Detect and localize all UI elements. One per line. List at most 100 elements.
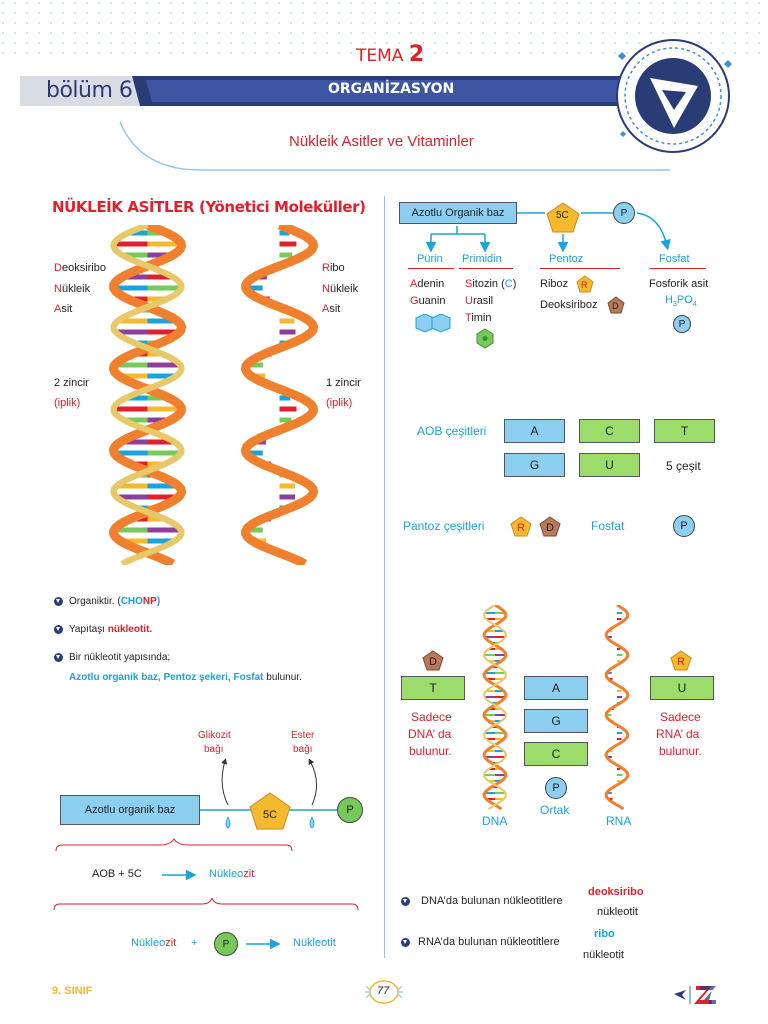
o-sub: 4 — [692, 301, 697, 309]
nucleotide-sugar-label: 5C — [263, 809, 278, 821]
top-phosphate-circle: P — [613, 202, 635, 224]
pentoz-d-letter: D — [546, 522, 554, 534]
guanin-label: Guanin — [410, 296, 445, 307]
rna-name-line2: Nükleik — [322, 284, 358, 295]
eq2-nukleo: Nükleo — [131, 937, 166, 949]
sitozin-first: S — [465, 278, 473, 290]
note-dna-end: nükleotit — [597, 906, 638, 918]
pentoz-d-icon — [539, 516, 561, 537]
compare-r-pentagon-icon — [670, 650, 692, 671]
nucleotide-components-tree — [425, 202, 671, 253]
bullet-organic: Organiktir. (CHONP) — [69, 597, 160, 607]
tema-label: TEMA 2 — [356, 42, 424, 67]
heading-underline — [540, 268, 620, 269]
rna-name-line1: Ribo — [322, 263, 345, 274]
bullet-icon — [401, 938, 410, 947]
bullet-organic-np: NP — [142, 596, 157, 607]
bullet-organic-end: ) — [156, 596, 161, 607]
page-number: 77 — [377, 985, 390, 997]
dna-letter-a: A — [54, 303, 62, 315]
riboz-pentagon-icon — [576, 275, 594, 293]
compare-d-letter: D — [429, 656, 437, 668]
guanin-rest: uanin — [418, 295, 446, 307]
po-group: PO — [676, 294, 693, 306]
equation-brace — [53, 898, 359, 911]
dna-only-3: bulunur. — [409, 744, 452, 758]
heading-underline — [408, 268, 454, 269]
rna-only-1: Sadece — [660, 710, 701, 724]
ester-label-1: Ester — [291, 730, 315, 741]
bullet-building-text: Yapıtaşı — [69, 624, 108, 635]
fosfat-row-circle: P — [673, 515, 695, 537]
column-divider — [384, 196, 385, 958]
dna-rest-2: ükleik — [61, 283, 91, 295]
compare-c-box: C — [524, 742, 588, 766]
timin-label: Timin — [465, 313, 491, 324]
heading-underline — [459, 268, 513, 269]
rna-letter-a: A — [322, 303, 330, 315]
fosfat-heading: Fosfat — [659, 253, 690, 265]
note-rna-text: RNA’da bulunan nükleotitlere — [418, 936, 560, 948]
eq2-zit: zit — [165, 937, 177, 949]
rna-rest-1: ibo — [329, 262, 345, 274]
dna-double-helix-illustration — [108, 225, 187, 565]
bullet-icon — [54, 653, 63, 662]
compare-u-box: U — [650, 676, 714, 700]
compare-g-box: G — [524, 709, 588, 733]
aob-box-t: T — [654, 419, 715, 443]
fosfat-phosphate-circle: P — [673, 315, 691, 333]
helix-backbone — [604, 605, 630, 810]
urasil-first: U — [465, 295, 473, 307]
rna-name-line3: Asit — [322, 304, 340, 315]
dna-name-line1: Deoksiribo — [54, 263, 106, 274]
urasil-label: Urasil — [465, 296, 493, 307]
glikozit-label-2: bağı — [204, 744, 224, 755]
deoksiriboz-pentagon-icon — [607, 296, 625, 314]
note-rna-highlight: ribo — [594, 928, 615, 940]
tema-number: 2 — [408, 42, 425, 67]
aob-box-g: G — [504, 453, 565, 477]
tema-word: TEMA — [356, 46, 404, 66]
arrow-icon — [246, 938, 281, 950]
deoksiriboz-label: Deoksiriboz — [540, 299, 598, 311]
adenin-rest: denin — [417, 278, 445, 290]
dna-name-line3: Asit — [54, 304, 72, 315]
riboz-badge: R — [581, 280, 588, 290]
fosforik-label: Fosforik asit — [649, 278, 709, 290]
bullet-building-block: Yapıtaşı nükleotit. — [69, 625, 152, 635]
dna-mini-helix-illustration — [482, 605, 508, 810]
helix-backbone — [482, 605, 508, 810]
bullet-icon — [401, 897, 410, 906]
compare-d-pentagon-icon — [422, 650, 444, 671]
topic-title: Nükleik Asitler ve Vitaminler — [289, 133, 474, 150]
purine-ring-icon — [415, 314, 451, 333]
rna-iplik: (iplik) — [326, 397, 353, 409]
pentoz-types-title: Pantoz çeşitleri — [403, 519, 485, 533]
urasil-rest: rasil — [472, 295, 494, 307]
compare-a-box: A — [524, 676, 588, 700]
bullet-icon — [54, 597, 63, 606]
equation-1-right: Nükleozit — [209, 869, 254, 880]
bullet-organic-cho: CHO — [120, 596, 143, 607]
bolum-label: bölüm 6 — [46, 78, 133, 103]
equation-2-plus: + — [191, 937, 198, 949]
rna-only-3: bulunur. — [659, 744, 702, 758]
helix-backbone — [240, 225, 319, 565]
timin-first: T — [465, 312, 472, 324]
bullet-icon — [54, 625, 63, 634]
dna-only-1: Sadece — [411, 710, 452, 724]
topic-underline — [119, 121, 670, 171]
glikozit-label-1: Glikozit — [198, 730, 231, 741]
heading-underline — [650, 268, 706, 269]
note-dna-text: DNA’da bulunan nükleotitlere — [421, 895, 563, 907]
rna-strand-count: 1 zincir — [326, 377, 361, 389]
compare-phosphate-circle: P — [545, 777, 567, 799]
compare-t-box: T — [401, 676, 465, 700]
rna-rest-2: ükleik — [329, 283, 359, 295]
bullet-organic-text: Organiktir. ( — [69, 596, 121, 607]
sitozin-rest: itozin ( — [472, 278, 505, 290]
dna-rest-1: eoksiribo — [61, 262, 106, 274]
eq1-nukleo: Nükleo — [209, 868, 244, 880]
aob-box-c: C — [579, 419, 640, 443]
structure-end: bulunur. — [266, 672, 302, 683]
